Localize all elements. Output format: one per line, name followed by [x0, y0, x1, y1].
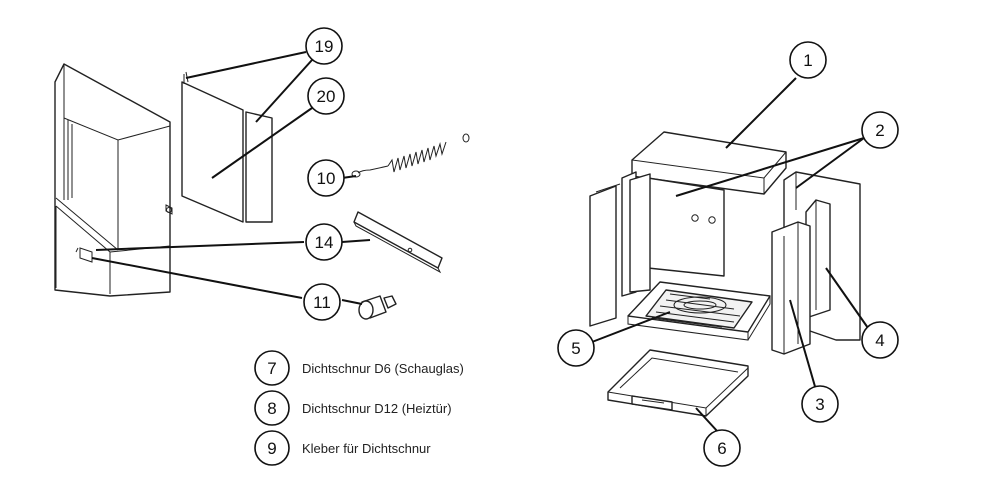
svg-text:6: 6	[717, 439, 726, 458]
deflector-plate	[353, 211, 443, 274]
callout-14: 14	[305, 223, 343, 261]
svg-text:9: 9	[267, 439, 276, 458]
right-column-brick	[805, 199, 831, 319]
svg-text:20: 20	[317, 87, 336, 106]
legend-item-8: 8 Dichtschnur D12 (Heiztür)	[254, 390, 452, 426]
svg-text:11: 11	[313, 293, 331, 312]
leader-lines	[91, 51, 869, 433]
front-right-brick	[771, 221, 811, 355]
glass-pane	[181, 71, 273, 223]
svg-text:Dichtschnur D12 (Heiztür): Dichtschnur D12 (Heiztür)	[302, 401, 452, 416]
grate	[627, 281, 771, 341]
svg-text:Kleber für Dichtschnur: Kleber für Dichtschnur	[302, 441, 431, 456]
callout-10: 10	[307, 159, 345, 197]
callout-20: 20	[307, 77, 345, 115]
svg-text:4: 4	[875, 331, 884, 350]
callout-19: 19	[305, 27, 343, 65]
knob-part	[358, 295, 397, 320]
svg-text:7: 7	[267, 359, 276, 378]
legend-item-7: 7 Dichtschnur D6 (Schauglas)	[254, 350, 464, 386]
svg-text:3: 3	[815, 395, 824, 414]
stove-door-frame	[54, 63, 173, 297]
callout-5: 5	[557, 329, 595, 367]
callout-6: 6	[703, 429, 741, 467]
callout-2: 2	[861, 111, 899, 149]
callout-3: 3	[801, 385, 839, 423]
callout-4: 4	[861, 321, 899, 359]
svg-text:5: 5	[571, 339, 580, 358]
svg-text:14: 14	[315, 233, 334, 252]
callout-1: 1	[789, 41, 827, 79]
left-side-bricks	[589, 171, 651, 327]
svg-text:Dichtschnur D6 (Schauglas): Dichtschnur D6 (Schauglas)	[302, 361, 464, 376]
svg-text:19: 19	[315, 37, 334, 56]
svg-text:2: 2	[875, 121, 884, 140]
svg-text:8: 8	[267, 399, 276, 418]
svg-text:10: 10	[317, 169, 336, 188]
svg-text:1: 1	[803, 51, 812, 70]
ash-pan	[607, 349, 749, 417]
callout-11: 11	[303, 283, 341, 321]
legend: 7 Dichtschnur D6 (Schauglas) 8 Dichtschn…	[254, 350, 464, 466]
spring-part	[351, 133, 470, 178]
legend-item-9: 9 Kleber für Dichtschnur	[254, 430, 431, 466]
